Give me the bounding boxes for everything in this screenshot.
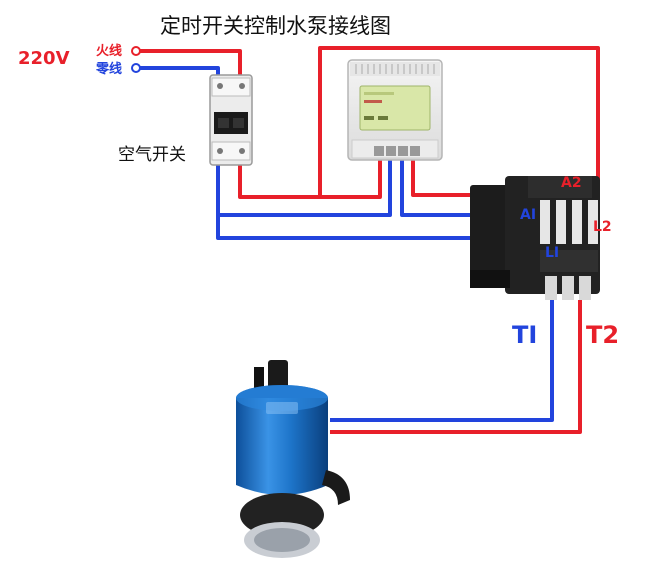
live-wire-label: 火线 — [96, 44, 123, 59]
terminal-l2-label: L2 — [593, 219, 612, 235]
timer-switch-icon — [347, 59, 443, 161]
neutral-wire-label: 零线 — [96, 62, 123, 77]
breaker-label: 空气开关 — [118, 145, 186, 165]
terminal-a2-label: A2 — [561, 175, 582, 191]
terminal-a1-label: AI — [520, 207, 537, 223]
supply-voltage: 220V — [18, 48, 70, 69]
diagram-title: 定时开关控制水泵接线图 — [160, 14, 391, 38]
terminal-l1-label: LI — [545, 245, 560, 261]
neutral-terminal — [131, 63, 141, 73]
live-terminal — [131, 46, 141, 56]
terminal-t1-label: TI — [512, 321, 538, 349]
water-pump-icon — [236, 360, 350, 558]
contactor-icon — [470, 176, 600, 300]
terminal-t2-label: T2 — [586, 321, 620, 349]
circuit-breaker-icon — [209, 74, 253, 166]
